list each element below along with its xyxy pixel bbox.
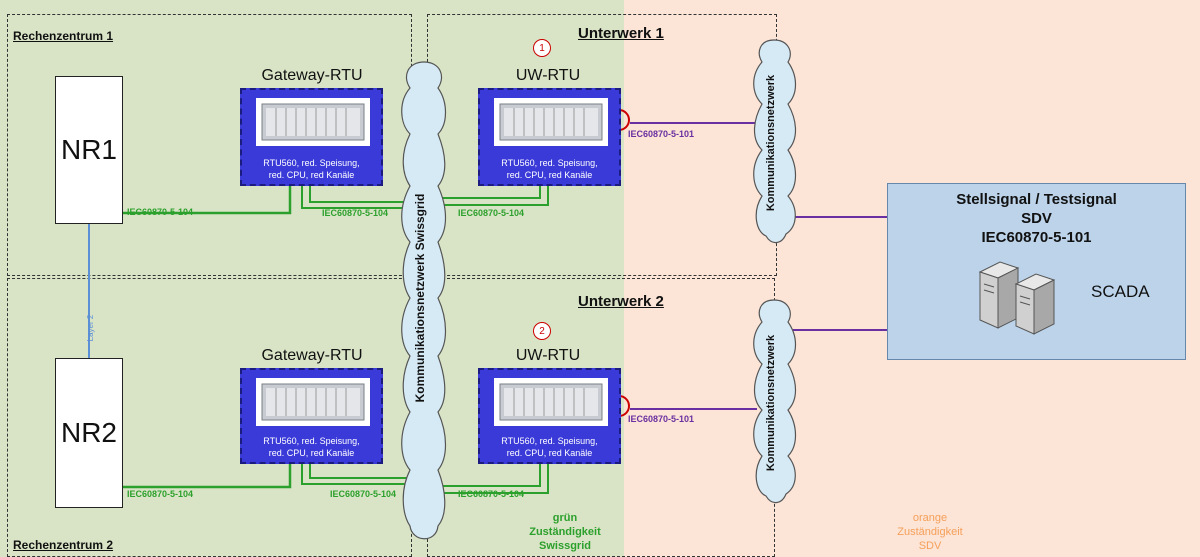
scada-title-line3: IEC60870-5-101 [981, 229, 1092, 246]
rtu-description-1: RTU560, red. Speisung, [501, 436, 598, 446]
badge-2: 2 [533, 322, 551, 340]
legend-green-line3: Swissgrid [539, 540, 591, 552]
gateway2-cloud-link-b [309, 462, 408, 479]
nr2-gateway2-link [123, 462, 292, 489]
network-cloud-2 [753, 299, 797, 504]
legend-orange-line1: orange [912, 512, 948, 524]
unterwerk-1-title: Unterwerk 1 [578, 25, 664, 42]
scada-title-line2: SDV [1021, 210, 1052, 227]
swissgrid-cloud [401, 61, 447, 540]
iec101-label-uw2: IEC60870-5-101 [628, 414, 695, 424]
network-cloud-1-label: Kommunikationsnetzwerk [765, 74, 777, 212]
legend-green: grün Zuständigkeit Swissgrid [520, 511, 610, 553]
rtu-description-1: RTU560, red. Speisung, [263, 158, 360, 168]
nr1-box: NR1 [55, 76, 123, 224]
rtu-description-1: RTU560, red. Speisung, [263, 436, 360, 446]
gateway-rtu-2-label: Gateway-RTU [261, 347, 363, 364]
scada-label: SCADA [1091, 282, 1150, 301]
gateway1-cloud-link-a [301, 186, 408, 209]
rtu-rack-icon [499, 383, 603, 421]
rechenzentrum-2-title: Rechenzentrum 2 [13, 538, 114, 552]
legend-orange-line3: SDV [918, 540, 942, 552]
scada-title-line1: Stellsignal / Testsignal [956, 191, 1117, 208]
rechenzentrum-1-title: Rechenzentrum 1 [13, 29, 114, 43]
uw-rtu-2-label: UW-RTU [515, 347, 581, 364]
rtu-description-2: red. CPU, red Kanäle [506, 170, 593, 180]
rtu-description-1: RTU560, red. Speisung, [501, 158, 598, 168]
cloud-uwrtu2-link-b [438, 462, 549, 494]
rtu-rack-image [256, 378, 370, 426]
rtu-rack-image [494, 98, 608, 146]
server-icon [978, 261, 1056, 335]
network-cloud-1 [753, 39, 797, 244]
nr1-gateway1-link [123, 186, 292, 215]
rtu-rack-icon [261, 103, 365, 141]
rtu-description-2: red. CPU, red Kanäle [506, 448, 593, 458]
legend-orange-line2: Zuständigkeit [897, 526, 963, 538]
badge-1: 1 [533, 39, 551, 57]
cloud-uwrtu1-link-b [438, 186, 549, 206]
uw-rtu-1-label: UW-RTU [515, 67, 581, 84]
gateway-rtu-2: RTU560, red. Speisung, red. CPU, red Kan… [240, 368, 383, 464]
nr2-box: NR2 [55, 358, 123, 508]
unterwerk-2-title: Unterwerk 2 [578, 293, 664, 310]
cloud-uwrtu2-link-a [438, 462, 541, 487]
iec104-label-gw1: IEC60870-5-104 [322, 208, 389, 218]
legend-orange: orange Zuständigkeit SDV [880, 511, 980, 553]
layer2-label: Layer 2 [86, 314, 95, 342]
cloud-uwrtu1-link-a [438, 186, 541, 199]
network-cloud-2-label: Kommunikationsnetzwerk [765, 334, 777, 472]
uw-rtu-2: RTU560, red. Speisung, red. CPU, red Kan… [478, 368, 621, 464]
rtu-rack-icon [499, 103, 603, 141]
gateway-rtu-1-label: Gateway-RTU [261, 67, 363, 84]
iec104-label-uw1: IEC60870-5-104 [458, 208, 525, 218]
rtu-description-2: red. CPU, red Kanäle [268, 170, 355, 180]
rtu-rack-image [256, 98, 370, 146]
scada-box: Stellsignal / Testsignal SDV IEC60870-5-… [887, 183, 1186, 360]
iec104-label-nr2: IEC60870-5-104 [127, 489, 194, 499]
rtu-rack-image [494, 378, 608, 426]
swissgrid-cloud-label: Kommunikationsnetzwerk Swissgrid [413, 193, 427, 403]
rtu-description-2: red. CPU, red Kanäle [268, 448, 355, 458]
gateway1-cloud-link-b [309, 186, 408, 203]
legend-green-line2: Zuständigkeit [529, 526, 601, 538]
uw-rtu-1: RTU560, red. Speisung, red. CPU, red Kan… [478, 88, 621, 186]
iec101-label-uw1: IEC60870-5-101 [628, 129, 695, 139]
legend-green-line1: grün [552, 512, 578, 524]
gateway-rtu-1: RTU560, red. Speisung, red. CPU, red Kan… [240, 88, 383, 186]
iec104-label-uw2: IEC60870-5-104 [458, 489, 525, 499]
iec104-label-gw2: IEC60870-5-104 [330, 489, 397, 499]
gateway2-cloud-link-a [301, 462, 408, 485]
iec104-label-nr1: IEC60870-5-104 [127, 207, 194, 217]
rtu-rack-icon [261, 383, 365, 421]
